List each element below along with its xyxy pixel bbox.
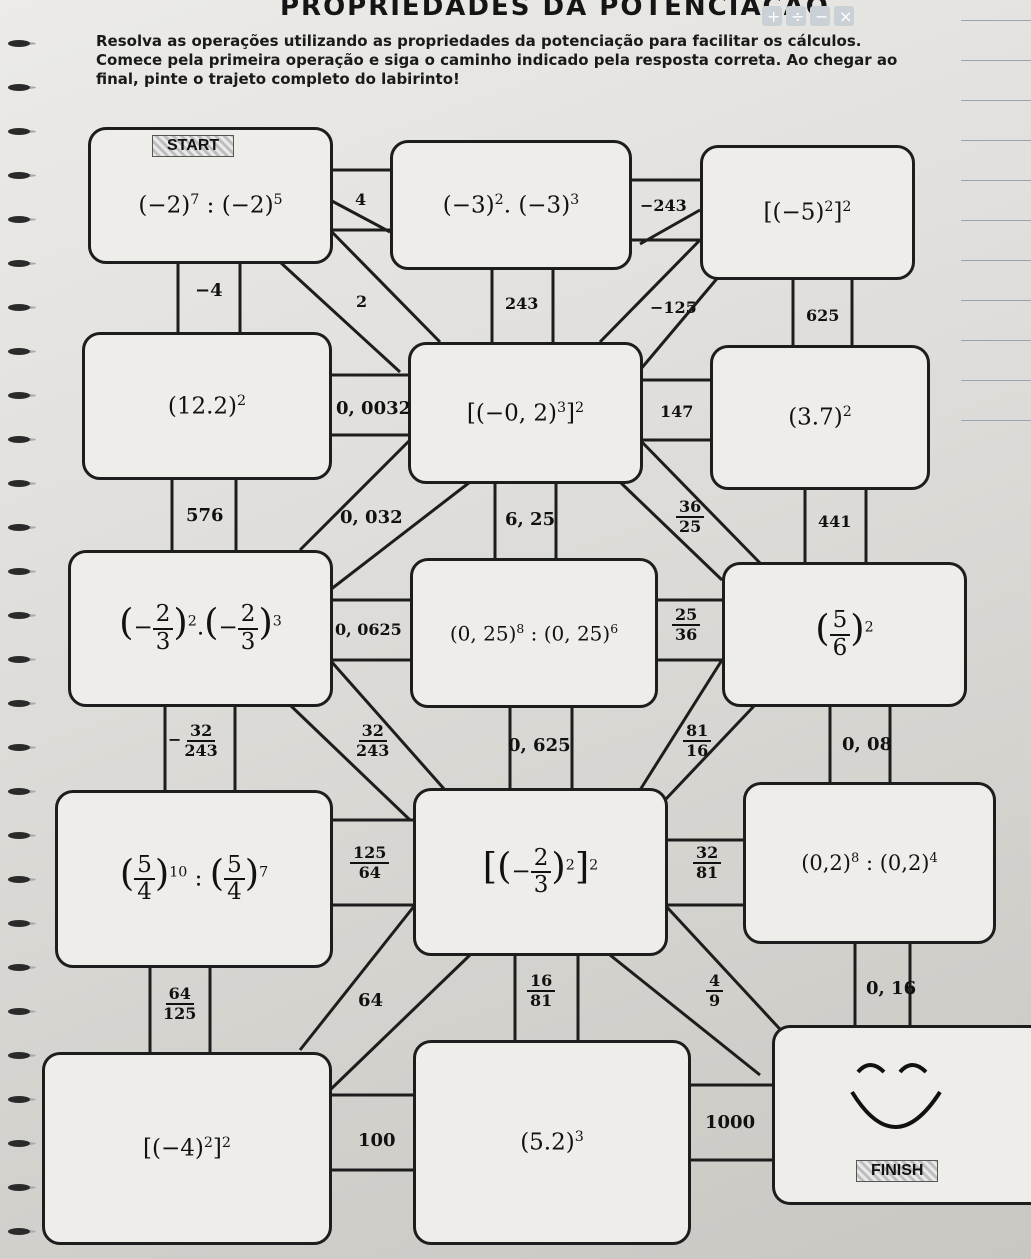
maze-box-13[interactable]: [(−4)2]2 — [42, 1052, 332, 1245]
expression: (5.2)3 — [520, 1129, 584, 1156]
instructions-text: Resolva as operações utilizando as propr… — [96, 32, 926, 89]
maze-box-3[interactable]: [(−5)2]2 — [700, 145, 915, 280]
maze-box-8[interactable]: (0, 25)8 : (0, 25)6 — [410, 558, 658, 708]
worksheet-title: PROPRIEDADES DA POTENCIAÇÃO — [280, 0, 830, 22]
path-label: 0, 032 — [340, 507, 403, 528]
finish-badge: FINISH — [856, 1160, 939, 1182]
maze-box-5[interactable]: [(−0, 2)3]2 — [408, 342, 643, 484]
expression: [(−5)2]2 — [763, 199, 852, 226]
svg-text:×: × — [839, 7, 852, 26]
path-label: 0, 625 — [508, 735, 571, 756]
expression: [(−4)2]2 — [143, 1135, 231, 1162]
path-label: 576 — [186, 505, 224, 526]
path-label: 625 — [806, 306, 840, 325]
maze-box-6[interactable]: (3.7)2 — [710, 345, 930, 490]
maze-box-4[interactable]: (12.2)2 — [82, 332, 332, 480]
expression: (−2)7 : (−2)5 — [138, 192, 283, 219]
maze-box-12[interactable]: (0,2)8 : (0,2)4 — [743, 782, 996, 944]
path-label: −243 — [640, 196, 687, 215]
expression: (−3)2. (−3)3 — [442, 191, 580, 219]
svg-text:+: + — [767, 7, 780, 26]
instruction-line-1: Resolva as operações utilizando as propr… — [96, 32, 862, 50]
path-label: 0, 08 — [842, 734, 893, 755]
path-label: 0, 16 — [866, 978, 917, 999]
start-badge: START — [152, 135, 235, 157]
path-label: 0, 0625 — [335, 620, 402, 639]
path-label: 0, 0032 — [336, 398, 412, 419]
notebook-spiral — [0, 0, 60, 1259]
instruction-line-2: Comece pela primeira operação e siga o c… — [96, 51, 898, 69]
path-label: 64 — [358, 990, 384, 1011]
maze-box-2[interactable]: (−3)2. (−3)3 — [390, 140, 632, 270]
math-symbols-decoration: + ÷ − × — [762, 6, 854, 26]
expression: [(−0, 2)3]2 — [466, 399, 585, 427]
instruction-line-3: final, pinte o trajeto completo do labir… — [96, 70, 460, 88]
svg-text:÷: ÷ — [791, 7, 804, 26]
path-label: 2 — [356, 292, 368, 311]
path-label: 1000 — [705, 1112, 756, 1133]
path-label: 4 — [355, 190, 367, 209]
svg-text:−: − — [815, 7, 828, 26]
expression: (3.7)2 — [788, 404, 852, 431]
path-label: 243 — [505, 294, 539, 313]
expression: (0, 25)8 : (0, 25)6 — [449, 620, 619, 646]
maze-box-14[interactable]: (5.2)3 — [413, 1040, 691, 1245]
path-label: 147 — [660, 402, 694, 421]
path-label: 6, 25 — [505, 509, 556, 530]
smiley-icon — [850, 1063, 942, 1129]
expression: (12.2)2 — [167, 392, 247, 420]
path-label: 100 — [358, 1130, 396, 1151]
path-label: −4 — [195, 280, 223, 301]
path-label: 441 — [818, 512, 852, 531]
expression: (0,2)8 : (0,2)4 — [801, 851, 938, 875]
path-label: −125 — [650, 298, 697, 317]
